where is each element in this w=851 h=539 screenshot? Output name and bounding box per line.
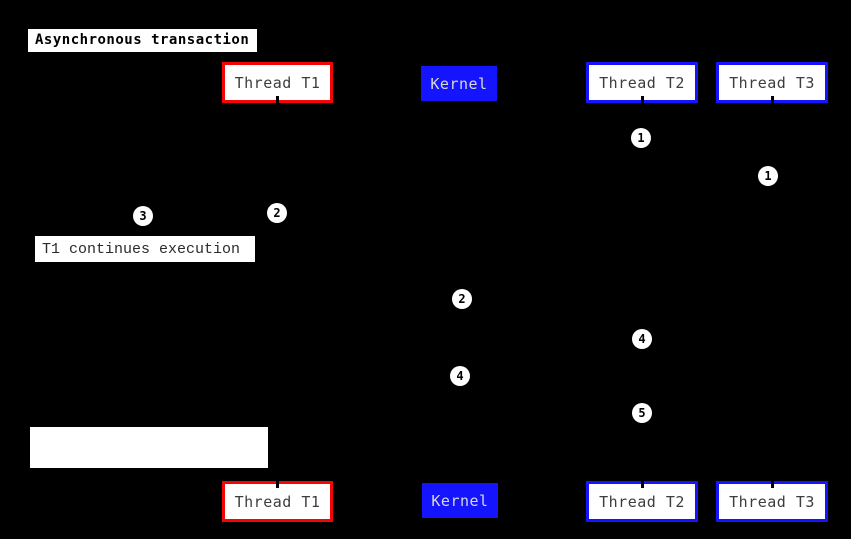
note-blank (30, 427, 268, 468)
actor-thread-t2-top: Thread T2 (586, 62, 698, 104)
actor-kernel-top-label: Kernel (430, 74, 488, 93)
sequence-number-badge: 4 (632, 329, 652, 349)
actor-thread-t1-top-label: Thread T1 (234, 73, 321, 92)
actor-thread-t3-top-label: Thread T3 (729, 73, 815, 92)
actor-kernel-bottom-label: Kernel (431, 491, 489, 510)
actor-thread-t3-bottom-label: Thread T3 (729, 492, 815, 511)
sequence-number-badge: 2 (267, 203, 287, 223)
sequence-number-badge: 2 (452, 289, 472, 309)
actor-thread-t3-bottom: Thread T3 (716, 480, 828, 522)
actor-thread-t2-bottom: Thread T2 (586, 480, 698, 522)
actor-thread-t2-bottom-label: Thread T2 (599, 492, 685, 511)
actor-thread-t3-top: Thread T3 (716, 62, 828, 104)
actor-thread-t2-top-label: Thread T2 (599, 73, 685, 92)
actor-thread-t1-bottom: Thread T1 (222, 480, 333, 522)
sequence-number-badge: 3 (133, 206, 153, 226)
actor-kernel-bottom: Kernel (422, 483, 498, 518)
sequence-number-badge: 4 (450, 366, 470, 386)
sequence-number-badge: 5 (632, 403, 652, 423)
actor-kernel-top: Kernel (421, 66, 497, 101)
note-t1-continues-execution: T1 continues execution (35, 236, 255, 262)
actor-thread-t1-top: Thread T1 (222, 62, 333, 104)
actor-thread-t1-bottom-label: Thread T1 (234, 492, 321, 511)
sequence-number-badge: 1 (758, 166, 778, 186)
sequence-number-badge: 1 (631, 128, 651, 148)
diagram-title: Asynchronous transaction (28, 29, 257, 52)
